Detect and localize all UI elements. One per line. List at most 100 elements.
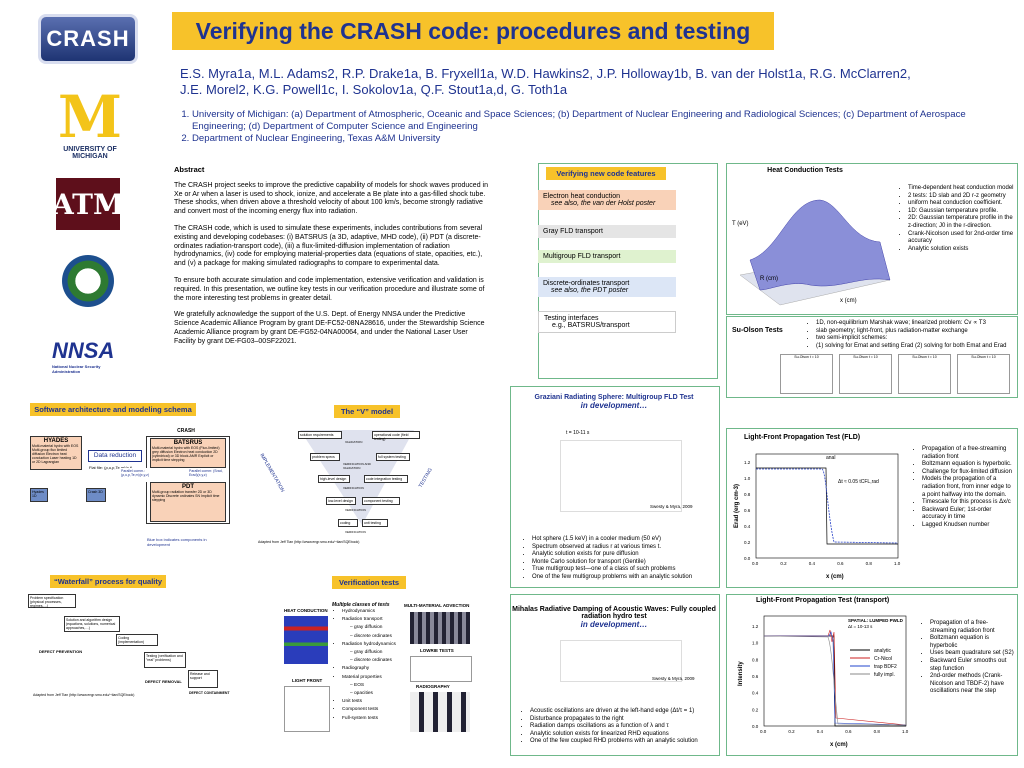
bullet: Monte Carlo solution for transport (Gent…: [532, 559, 716, 567]
bullet: Analytic solution exists for linearized …: [530, 731, 716, 739]
test-class: – gray diffusion: [350, 650, 383, 656]
trap-bdf2-curve: [764, 631, 907, 726]
v-left-axis: IMPLEMENTATION: [258, 452, 286, 494]
crash-logo: CRASH: [38, 14, 138, 64]
su-olson-title: Su-Olson Tests: [732, 327, 783, 334]
hyades-title: HYADES: [43, 438, 69, 444]
abstract-paragraph-1: The CRASH project seeks to improve the p…: [174, 181, 488, 216]
v-box: solution requirements: [298, 431, 342, 439]
tick-label: 0.8: [752, 657, 759, 662]
poster-title-banner: Verifying the CRASH code: procedures and…: [172, 12, 774, 50]
test-class: – EOS: [350, 682, 365, 688]
defect-prevention-label: DEFECT PREVENTION: [38, 648, 98, 656]
lfp1-xlabel: x (cm): [826, 574, 844, 580]
waterfall-step: Solution and algorithm design (equations…: [64, 616, 120, 632]
pdt-text: Multi-group radiation transfer 2D or 3D …: [152, 490, 220, 502]
pdt-title: PDT: [182, 484, 194, 490]
bullet: Hot sphere (1.5 keV) in a cooler medium …: [532, 536, 716, 544]
tick-label: 0.0: [752, 724, 759, 729]
multi-material-thumb-label: MULTI-MATERIAL ADVECTION: [404, 603, 470, 608]
tick-label: 0.6: [744, 508, 751, 513]
legend-item: trap BDF2: [874, 664, 897, 670]
abstract-paragraph-2: The CRASH code, which is used to simulat…: [174, 224, 483, 268]
feature-gray-fld: Gray FLD transport: [538, 225, 676, 238]
v-box: component testing: [362, 497, 400, 505]
test-class: – discrete ordinates: [350, 633, 392, 639]
v-label: VERIFICATION: [345, 530, 366, 534]
test-class: Hydrodynamics: [342, 608, 402, 616]
waterfall-step: Testing (verification and "real" problem…: [144, 652, 186, 668]
tick-label: 0.4: [752, 691, 759, 696]
legend-item: analytic: [874, 648, 891, 654]
authors-line-1: E.S. Myra1a, M.L. Adams2, R.P. Drake1a, …: [180, 66, 911, 81]
defect-removal-label: DEFECT REMOVAL: [144, 678, 188, 686]
light-front-fld-panel: [726, 428, 1018, 588]
waterfall-heading: “Waterfall” process for quality: [50, 575, 166, 588]
tick-label: 1.0: [752, 641, 759, 646]
bullet: uniform heat conduction coefficient.: [908, 200, 1014, 208]
nnsa-logo-subtitle: National Nuclear Security Administration: [52, 364, 101, 374]
bullet: Spectrum observed at radius r at various…: [532, 544, 716, 552]
affiliations: University of Michigan: (a) Department o…: [172, 109, 1002, 145]
v-label: VERIFICATION: [343, 486, 364, 490]
lfp1-ylabel: Erad (erg cm-3): [734, 484, 740, 528]
lfp1-annot-anal: anal: [826, 455, 835, 461]
bullet: Analytic solution exists for pure diffus…: [532, 551, 716, 559]
lfp2-bullets: Propagation of a free-streaming radiatio…: [920, 620, 1014, 696]
feature-sub: see also, the van der Holst poster: [551, 200, 656, 207]
tick-label: 0.6: [752, 674, 759, 679]
v-box: unit testing: [362, 519, 388, 527]
tick-label: 0.2: [788, 729, 795, 734]
tick-label: 0.0: [752, 561, 759, 566]
multi-material-thumbnail: [410, 612, 470, 644]
bullet: True multigroup test—one of a class of s…: [532, 566, 716, 574]
v-box: code integration testing: [364, 475, 408, 483]
fld-curve: [756, 468, 899, 544]
light-front-transport-panel: [726, 594, 1018, 756]
graziani-title: Graziani Radiating Sphere: Multigroup FL…: [534, 394, 694, 401]
test-class: Radiography: [342, 665, 402, 673]
parallel-comm-2: Parallel comm: (Srad, Erad)(x,y,z): [188, 468, 228, 482]
mihalas-header: Mihalas Radiative Damping of Acoustic Wa…: [512, 606, 716, 629]
bullet: Time-dependent heat conduction model: [908, 185, 1014, 193]
legend-item: Cr-Nicol: [874, 656, 892, 662]
test-class: Material properties: [342, 674, 402, 682]
hyades-1d-box: Hyades 1D: [30, 488, 48, 502]
mihalas-plot-placeholder: [560, 640, 682, 682]
hyades-box: HYADES Multi-material hydro with EOS Mul…: [30, 436, 82, 470]
tick-label: 0.2: [780, 561, 787, 566]
bullet: two semi-implicit schemes:: [816, 335, 1014, 343]
test-classes-title: Multiple classes of tests: [332, 602, 390, 608]
feature-sub: e.g., BATSRUS/transport: [552, 322, 630, 329]
software-note: Blue box indicates components in develop…: [146, 536, 230, 552]
v-box: high-level design: [318, 475, 350, 483]
v-model-credit: Adapted from Jeff Tian (http://www.engr.…: [258, 540, 360, 544]
tick-label: 0.6: [845, 729, 852, 734]
graziani-header: Graziani Radiating Sphere: Multigroup FL…: [512, 394, 716, 410]
bullet: Uses beam quadrature set (S2): [930, 650, 1014, 658]
heat-conduction-title: Heat Conduction Tests: [767, 167, 843, 174]
test-class: Unit tests: [342, 698, 402, 706]
bullet: (1) solving for Emat and setting Erad (2…: [816, 343, 1014, 351]
heat-xlabel: x (cm): [840, 298, 857, 304]
graziani-bullets: Hot sphere (1.5 keV) in a cooler medium …: [522, 536, 716, 582]
tick-label: 0.4: [809, 561, 816, 566]
test-class: – gray diffusion: [350, 625, 383, 631]
heat-conduction-surface-plot: T (eV) x (cm) R (cm): [732, 199, 891, 306]
fully-implicit-curve: [763, 635, 907, 726]
lfp2-legend: analytic Cr-Nicol trap BDF2 fully impl.: [850, 648, 897, 678]
mihalas-citation: Swesty & Myra, 2009: [652, 676, 695, 681]
v-box: operational code (field testing): [372, 431, 420, 441]
lfp1-bullets: Propagation of a free-streaming radiatio…: [912, 446, 1014, 530]
graziani-time-label: t = 10-11 s: [566, 430, 590, 436]
crash-label: CRASH: [146, 426, 226, 436]
lfp1-annot-dt: Δt ≈ 0.05 tCFL,rad: [838, 479, 879, 485]
batsrus-text: Multi-material hydro with EOS (Flux-limi…: [152, 446, 220, 462]
parallel-comm-1: Parallel comm.: (ρ,u,p,Te,m)(x,y,z): [120, 468, 160, 482]
tick-label: 0.6: [837, 561, 844, 566]
michigan-text-2: MICHIGAN: [72, 153, 108, 160]
hyades-text: Multi-material hydro with EOS Multi-grou…: [32, 444, 79, 464]
